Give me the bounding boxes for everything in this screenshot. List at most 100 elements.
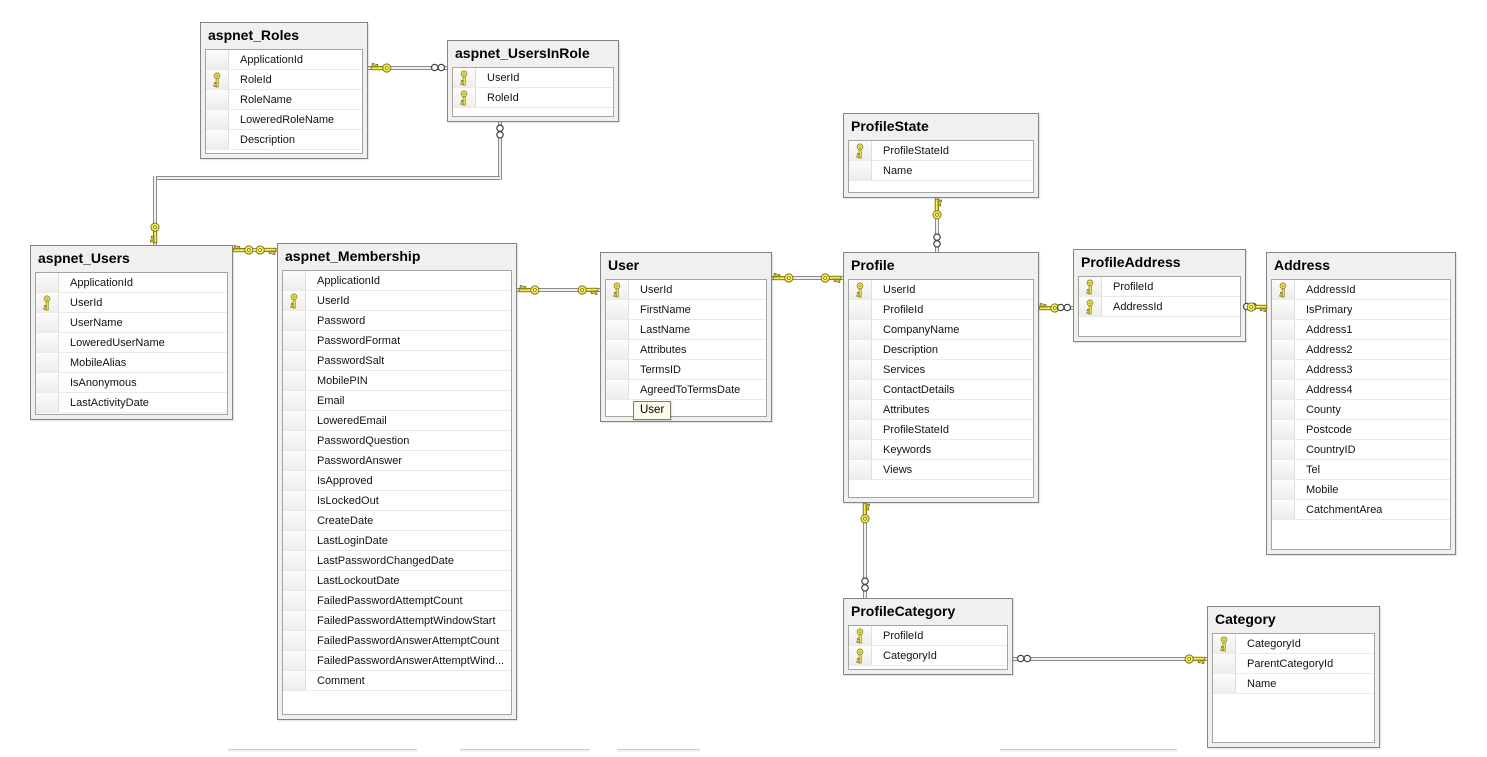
- field-row[interactable]: PasswordSalt: [283, 351, 511, 371]
- relationship-line[interactable]: [368, 66, 447, 70]
- field-row[interactable]: LoweredEmail: [283, 411, 511, 431]
- field-row[interactable]: UserId: [36, 293, 227, 313]
- field-row[interactable]: ContactDetails: [849, 380, 1033, 400]
- field-row[interactable]: IsLockedOut: [283, 491, 511, 511]
- relationship-line[interactable]: [498, 122, 502, 180]
- field-row[interactable]: County: [1272, 400, 1450, 420]
- field-row[interactable]: Attributes: [849, 400, 1033, 420]
- field-row[interactable]: Views: [849, 460, 1033, 480]
- field-row[interactable]: CatchmentArea: [1272, 500, 1450, 520]
- field-row[interactable]: FailedPasswordAnswerAttemptCount: [283, 631, 511, 651]
- relationship-line[interactable]: [153, 176, 157, 245]
- field-row[interactable]: Tel: [1272, 460, 1450, 480]
- field-row[interactable]: UserId: [849, 280, 1033, 300]
- field-row[interactable]: CompanyName: [849, 320, 1033, 340]
- field-row[interactable]: ApplicationId: [283, 271, 511, 291]
- field-row[interactable]: Keywords: [849, 440, 1033, 460]
- relationship-line[interactable]: [771, 276, 843, 280]
- field-row[interactable]: ApplicationId: [36, 273, 227, 293]
- table-title[interactable]: aspnet_UsersInRole: [455, 45, 590, 61]
- field-row[interactable]: FailedPasswordAnswerAttemptWind...: [283, 651, 511, 671]
- field-row[interactable]: Address2: [1272, 340, 1450, 360]
- field-row[interactable]: ProfileId: [849, 626, 1007, 646]
- field-row[interactable]: IsApproved: [283, 471, 511, 491]
- field-row[interactable]: IsAnonymous: [36, 373, 227, 393]
- field-row[interactable]: Address3: [1272, 360, 1450, 380]
- field-row[interactable]: FirstName: [606, 300, 766, 320]
- relationship-line[interactable]: [863, 503, 867, 598]
- field-row[interactable]: LoweredRoleName: [206, 110, 362, 130]
- field-row[interactable]: UserId: [606, 280, 766, 300]
- field-row[interactable]: ProfileStateId: [849, 420, 1033, 440]
- table-title[interactable]: Category: [1215, 611, 1276, 627]
- field-row[interactable]: Name: [849, 161, 1033, 181]
- field-row[interactable]: Attributes: [606, 340, 766, 360]
- table-title[interactable]: ProfileState: [851, 118, 929, 134]
- field-row[interactable]: PasswordQuestion: [283, 431, 511, 451]
- field-row[interactable]: PasswordFormat: [283, 331, 511, 351]
- field-row[interactable]: LastLockoutDate: [283, 571, 511, 591]
- field-row[interactable]: MobilePIN: [283, 371, 511, 391]
- table-title[interactable]: Address: [1274, 257, 1331, 273]
- field-row[interactable]: Description: [206, 130, 362, 150]
- field-row[interactable]: PasswordAnswer: [283, 451, 511, 471]
- field-row[interactable]: Name: [1213, 674, 1374, 694]
- field-row[interactable]: TermsID: [606, 360, 766, 380]
- field-row[interactable]: FailedPasswordAttemptWindowStart: [283, 611, 511, 631]
- field-row[interactable]: CountryID: [1272, 440, 1450, 460]
- table-title[interactable]: aspnet_Users: [38, 250, 130, 266]
- field-row[interactable]: Password: [283, 311, 511, 331]
- field-row[interactable]: ProfileId: [849, 300, 1033, 320]
- relationship-line[interactable]: [153, 176, 500, 180]
- field-row[interactable]: MobileAlias: [36, 353, 227, 373]
- field-row[interactable]: AddressId: [1079, 297, 1240, 317]
- field-row[interactable]: ApplicationId: [206, 50, 362, 70]
- field-row[interactable]: Comment: [283, 671, 511, 691]
- relationship-line[interactable]: [233, 248, 277, 252]
- field-row[interactable]: LastActivityDate: [36, 393, 227, 413]
- field-row[interactable]: RoleId: [206, 70, 362, 90]
- field-row[interactable]: Address1: [1272, 320, 1450, 340]
- field-row[interactable]: CategoryId: [1213, 634, 1374, 654]
- field-row[interactable]: FailedPasswordAttemptCount: [283, 591, 511, 611]
- field-row[interactable]: UserId: [453, 68, 613, 88]
- field-row[interactable]: UserId: [283, 291, 511, 311]
- field-row[interactable]: RoleName: [206, 90, 362, 110]
- field-row[interactable]: ProfileStateId: [849, 141, 1033, 161]
- field-row[interactable]: CategoryId: [849, 646, 1007, 666]
- field-row[interactable]: AddressId: [1272, 280, 1450, 300]
- field-row[interactable]: Address4: [1272, 380, 1450, 400]
- table-title[interactable]: aspnet_Roles: [208, 27, 300, 43]
- field-row[interactable]: Postcode: [1272, 420, 1450, 440]
- table-title[interactable]: ProfileAddress: [1081, 254, 1181, 270]
- table-title[interactable]: ProfileCategory: [851, 603, 956, 619]
- field-row[interactable]: Description: [849, 340, 1033, 360]
- relationship-line[interactable]: [935, 198, 939, 252]
- relationship-line[interactable]: [1013, 657, 1207, 661]
- field-row[interactable]: Mobile: [1272, 480, 1450, 500]
- table-title[interactable]: aspnet_Membership: [285, 248, 421, 264]
- field-row[interactable]: LastLoginDate: [283, 531, 511, 551]
- field-row[interactable]: IsPrimary: [1272, 300, 1450, 320]
- field-row[interactable]: LoweredUserName: [36, 333, 227, 353]
- field-row[interactable]: ParentCategoryId: [1213, 654, 1374, 674]
- relationship-line[interactable]: [517, 288, 600, 292]
- table-title[interactable]: User: [608, 257, 640, 273]
- field-row[interactable]: LastName: [606, 320, 766, 340]
- field-row[interactable]: LastPasswordChangedDate: [283, 551, 511, 571]
- field-row[interactable]: ProfileId: [1079, 277, 1240, 297]
- field-row[interactable]: UserName: [36, 313, 227, 333]
- field-row[interactable]: Email: [283, 391, 511, 411]
- field-row[interactable]: Services: [849, 360, 1033, 380]
